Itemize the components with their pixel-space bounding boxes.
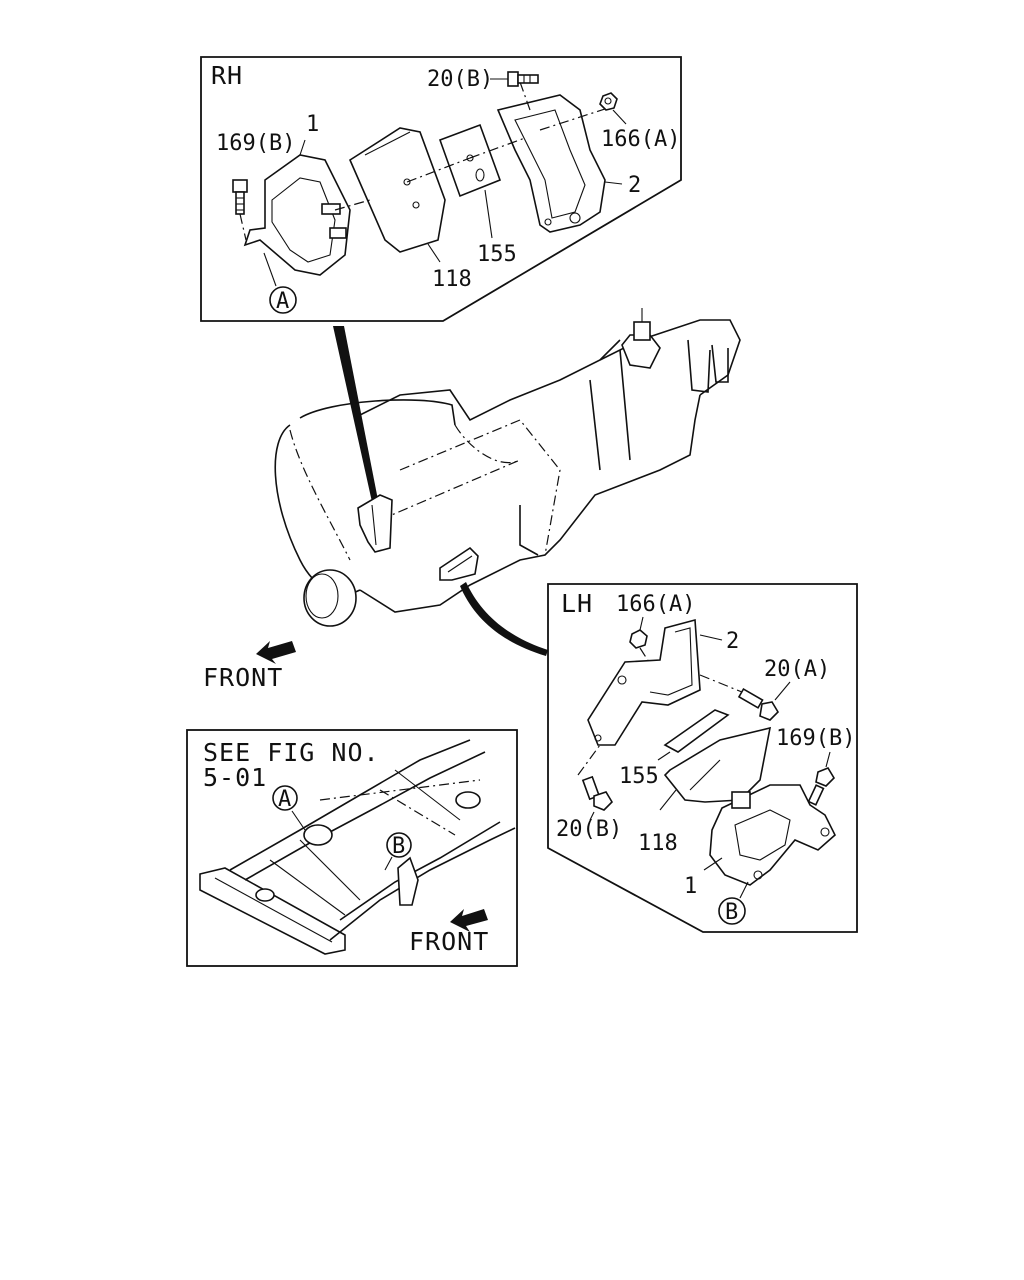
frame-front-arrow-icon [450,909,488,932]
frame-front-label: FRONT [409,927,489,956]
lh-label-2: 2 [726,629,739,654]
frame-inset-border [186,729,518,967]
rh-ref-a-label: A [276,289,289,314]
lh-label-1: 1 [684,874,697,899]
lh-label-169b: 169(B) [776,726,855,751]
see-fig-line1: SEE FIG NO. [203,738,380,767]
lh-panel-title: LH [561,589,593,618]
rh-nut-166a [599,92,627,125]
rh-label-169b: 169(B) [216,131,295,156]
lh-bolt-169b [807,751,836,806]
frame-inset: SEE FIG NO. 5-01 A [186,729,518,967]
lh-part-2-bracket [587,618,723,746]
frame-ref-b: B [384,832,412,871]
vehicle-frame-sketch [199,739,516,955]
front-label: FRONT [203,663,283,692]
front-indicator: FRONT [203,641,296,692]
rh-part-1-insulator [243,139,351,276]
rh-label-155: 155 [477,242,517,267]
lh-ref-b: B [718,881,749,925]
rh-label-118: 118 [432,267,472,292]
lh-ref-b-label: B [725,900,738,925]
rh-panel-title: RH [211,61,243,90]
lh-label-20a: 20(A) [764,657,830,682]
lh-bolt-20a [699,674,791,721]
transmission-illustration [274,308,741,656]
lh-part-1-insulator [703,784,836,886]
rh-label-20b: 20(B) [427,67,493,92]
frame-ref-b-label: B [392,834,405,859]
front-arrow-icon [256,641,296,664]
lh-label-166a: 166(A) [616,592,695,617]
rh-part-118-cover [348,127,446,263]
rh-leader-wedge [333,326,378,502]
rh-part-155-plate [438,123,502,239]
lh-label-118: 118 [638,831,678,856]
lh-panel: LH [547,583,858,933]
rh-panel: RH [200,56,682,322]
rh-label-166a: 166(A) [601,127,680,152]
frame-ref-a: A [272,785,306,831]
lh-label-20b: 20(B) [556,817,622,842]
lh-part-155-plate [657,709,730,761]
see-fig-line2: 5-01 [203,763,267,792]
lh-leader-wedge [460,582,548,656]
rh-bolt-20b [490,71,539,87]
rh-label-2: 2 [628,173,641,198]
frame-ref-a-label: A [278,787,291,812]
lh-label-155: 155 [619,764,659,789]
rh-ref-a: A [269,286,297,314]
rh-bolt-169b [232,179,248,241]
lh-bolt-20b [577,744,614,821]
rh-label-1: 1 [306,112,319,137]
